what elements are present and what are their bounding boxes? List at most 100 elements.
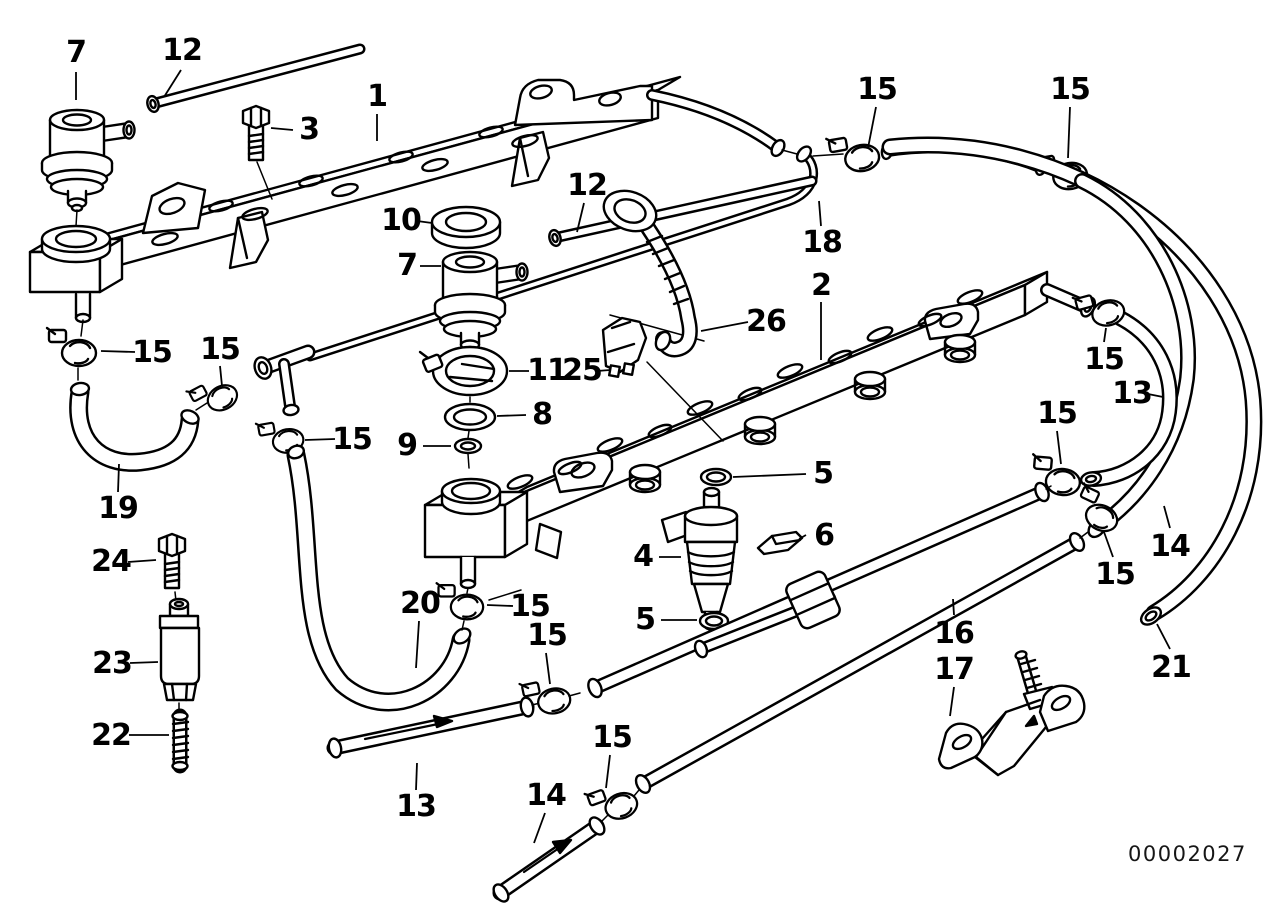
- callout-label-25: 25: [562, 353, 603, 388]
- leader-line-24: [127, 559, 157, 563]
- callout-label-15: 15: [510, 589, 551, 624]
- fuel-pipe-pair-16: [587, 481, 1086, 795]
- fuel-rail-1: [56, 75, 786, 284]
- tube-core: [495, 821, 602, 898]
- pressure-regulator-7-left: [40, 108, 136, 213]
- leader-line-15: [219, 365, 223, 387]
- callout-label-13: 13: [396, 789, 437, 824]
- assembly-line: [75, 209, 78, 227]
- tube-core: [642, 222, 696, 355]
- leader-line-6: [798, 534, 807, 540]
- callout-label-5: 5: [635, 602, 656, 637]
- callout-label-15: 15: [200, 332, 241, 367]
- tube-core: [638, 537, 1082, 789]
- injector-port: [743, 415, 777, 446]
- tube-core: [280, 360, 294, 410]
- callout-label-23: 23: [92, 646, 133, 681]
- leader-line-5: [732, 473, 807, 478]
- fuel-rail-2: [503, 270, 1097, 560]
- callout-label-1: 1: [367, 79, 388, 114]
- callout-label-13: 13: [1112, 376, 1153, 411]
- injector-port: [853, 370, 887, 401]
- vibration-damper-23: [158, 597, 201, 711]
- assembly-line: [488, 589, 522, 601]
- leader-line-16: [952, 598, 955, 616]
- assembly-line: [467, 430, 470, 439]
- callout-label-15: 15: [332, 422, 373, 457]
- callout-label-19: 19: [98, 491, 139, 526]
- tube-core: [329, 702, 532, 753]
- callout-label-15: 15: [132, 335, 173, 370]
- hose-clamp-15: [825, 129, 883, 178]
- fuel-injector-4: [660, 486, 739, 631]
- retaining-clip-6: [756, 530, 804, 556]
- tube-core: [648, 91, 779, 150]
- leader-line-25: [596, 369, 611, 372]
- injector-port: [628, 463, 662, 494]
- callout-label-12: 12: [567, 168, 608, 203]
- fuel-hose-20: [286, 444, 472, 712]
- electrical-connector-25: [601, 314, 724, 442]
- corrugated-hose-26: [602, 189, 698, 358]
- t-fitting: [253, 344, 316, 417]
- leader-line-14: [533, 812, 546, 844]
- assembly-line: [1079, 531, 1089, 539]
- leader-line-12: [576, 202, 585, 233]
- fuel-pipe-12-top: [146, 43, 366, 114]
- leader-line-15: [304, 438, 336, 441]
- hose-clamp-15: [435, 582, 485, 621]
- leader-line-15: [1056, 430, 1062, 465]
- callout-label-15: 15: [527, 618, 568, 653]
- injector-port: [943, 333, 977, 364]
- leader-line-23: [129, 661, 159, 664]
- callout-label-15: 15: [1084, 342, 1125, 377]
- assembly-line: [466, 587, 469, 594]
- leader-line-18: [818, 200, 822, 227]
- seal-ring-5-upper: [699, 467, 733, 487]
- leader-line-15: [605, 754, 611, 789]
- callout-label-4: 4: [633, 539, 654, 574]
- callout-label-16: 16: [934, 616, 975, 651]
- assembly-line: [461, 620, 465, 631]
- fuel-pipe-12-middle: [548, 175, 818, 248]
- leader-line-15: [1103, 531, 1114, 558]
- assembly-line: [467, 453, 470, 469]
- bolt-24: [157, 532, 187, 602]
- mounting-bracket-17: [937, 650, 1086, 777]
- leader-line-15: [1067, 106, 1071, 159]
- tube-core: [884, 139, 1260, 619]
- seal-ring-10: [430, 205, 502, 250]
- seal-ring-8: [443, 402, 497, 432]
- callout-label-2: 2: [811, 268, 832, 303]
- diagram-code: 00002027: [1128, 842, 1247, 866]
- callout-label-20: 20: [400, 586, 441, 621]
- assembly-line: [1045, 485, 1052, 490]
- holder-ring-11: [418, 345, 509, 397]
- leader-lines: [75, 69, 1171, 844]
- callout-label-15: 15: [1037, 396, 1078, 431]
- tube-core: [149, 46, 363, 107]
- callout-label-5: 5: [813, 456, 834, 491]
- callout-label-6: 6: [814, 518, 835, 553]
- tube-core: [1076, 175, 1194, 533]
- threaded-stud-22: [171, 708, 190, 774]
- callout-label-11: 11: [527, 353, 568, 388]
- leader-line-14: [1163, 505, 1171, 529]
- rail-1-end-block: [28, 224, 124, 324]
- assembly-line: [812, 153, 844, 157]
- callout-label-17: 17: [934, 652, 975, 687]
- fuel-pipe-14-bottom: [492, 816, 606, 903]
- fuel-hose-21: [881, 136, 1263, 626]
- callout-label-15: 15: [1095, 557, 1136, 592]
- tube-core: [71, 385, 197, 470]
- leader-line-13: [1147, 393, 1164, 398]
- seal-ring-9: [453, 437, 483, 455]
- leader-line-15: [867, 106, 877, 149]
- callout-label-15: 15: [857, 72, 898, 107]
- callout-label-7: 7: [397, 248, 418, 283]
- leader-line-15: [100, 350, 136, 353]
- assembly-line: [195, 402, 208, 411]
- leader-line-17: [949, 686, 955, 717]
